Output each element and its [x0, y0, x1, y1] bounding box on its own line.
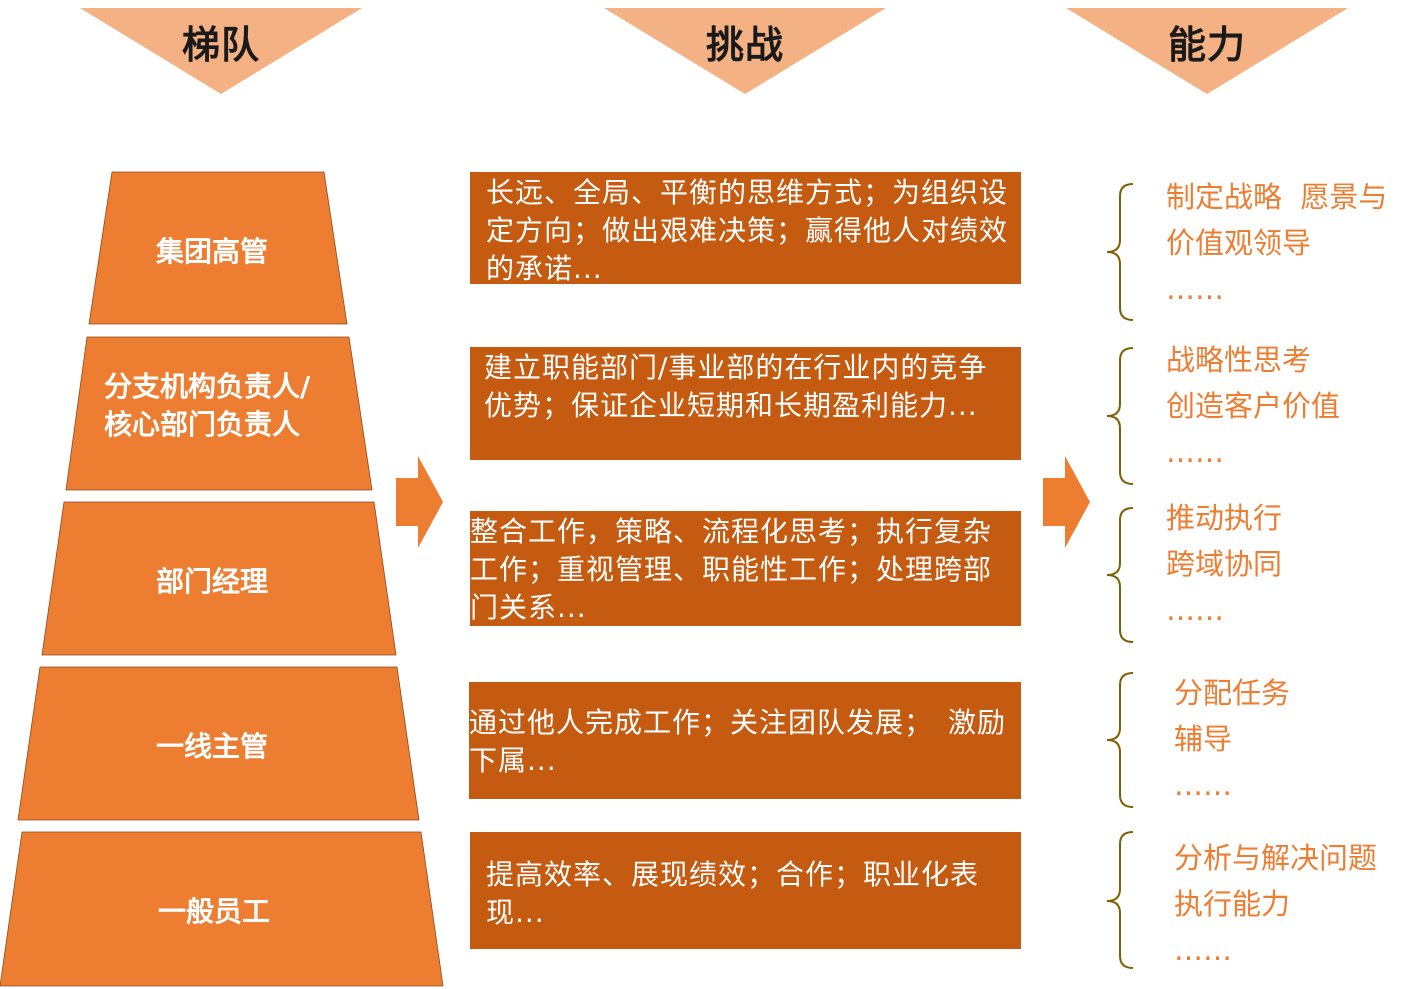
- capability-line: 战略性思考: [1166, 343, 1312, 377]
- level-shape-2: [65, 336, 373, 491]
- capability-line: 制定战略 愿景与: [1166, 180, 1388, 214]
- level-shape-5: [0, 831, 444, 987]
- bracket-icon-4: [1106, 672, 1134, 808]
- capability-line: 推动执行: [1166, 501, 1283, 535]
- capability-ellipsis: ……: [1174, 768, 1232, 802]
- capability-group-2: 战略性思考 创造客户价值 ……: [1166, 337, 1340, 475]
- capability-group-4: 分配任务 辅导 ……: [1174, 670, 1290, 808]
- challenge-box-5: 提高效率、展现绩效；合作；职业化表现...: [470, 832, 1021, 949]
- capability-line: 价值观领导: [1166, 226, 1312, 260]
- challenge-box-4: 通过他人完成工作；关注团队发展； 激励下属...: [469, 682, 1021, 799]
- bracket-icon-3: [1106, 507, 1134, 643]
- challenge-box-2: 建立职能部门/事业部的在行业内的竞争优势；保证企业短期和长期盈利能力...: [470, 347, 1021, 460]
- header-tier: 梯队: [181, 23, 260, 67]
- capability-group-5: 分析与解决问题 执行能力 ……: [1174, 835, 1377, 973]
- capability-line: 跨域协同: [1166, 547, 1283, 581]
- bracket-icon-1: [1106, 183, 1134, 321]
- header-capability: 能力: [1167, 23, 1246, 67]
- level-shape-4: [17, 666, 420, 821]
- level-shape-1: [88, 171, 348, 325]
- header-triangle-tier: [80, 8, 362, 94]
- challenge-box-3: 整合工作，策略、流程化思考；执行复杂工作；重视管理、职能性工作；处理跨部门关系.…: [470, 511, 1021, 626]
- capability-group-3: 推动执行 跨域协同 ……: [1166, 495, 1282, 633]
- arrow-right-icon-2: [1043, 456, 1090, 548]
- level-label-general-employee: 一般员工: [158, 895, 271, 928]
- header-challenge: 挑战: [705, 23, 784, 67]
- capability-line: 分析与解决问题: [1174, 841, 1378, 875]
- capability-ellipsis: ……: [1166, 272, 1224, 306]
- arrow-right-icon-1: [396, 456, 443, 548]
- bracket-icon-5: [1106, 831, 1134, 969]
- level-label-frontline-supervisor: 一线主管: [156, 730, 269, 763]
- capability-ellipsis: ……: [1174, 933, 1232, 967]
- bracket-icon-2: [1106, 347, 1134, 485]
- capability-ellipsis: ……: [1166, 593, 1224, 627]
- capability-ellipsis: ……: [1166, 435, 1224, 469]
- capability-line: 辅导: [1174, 722, 1233, 756]
- capability-line: 创造客户价值: [1166, 389, 1341, 423]
- header-triangle-capability: [1066, 8, 1348, 94]
- level-label-department-manager: 部门经理: [156, 565, 269, 598]
- challenge-box-1: 长远、全局、平衡的思维方式；为组织设定方向；做出艰难决策；赢得他人对绩效的承诺.…: [470, 172, 1021, 284]
- capability-line: 分配任务: [1174, 676, 1291, 710]
- capability-line: 执行能力: [1174, 887, 1291, 921]
- level-shape-3: [41, 501, 397, 656]
- capability-group-1: 制定战略 愿景与 价值观领导 ……: [1166, 174, 1387, 312]
- level-label-group-executive: 集团高管: [156, 235, 269, 268]
- level-label-branch-head: 分支机构负责人/ 核心部门负责人: [104, 370, 311, 441]
- header-triangle-challenge: [604, 8, 886, 94]
